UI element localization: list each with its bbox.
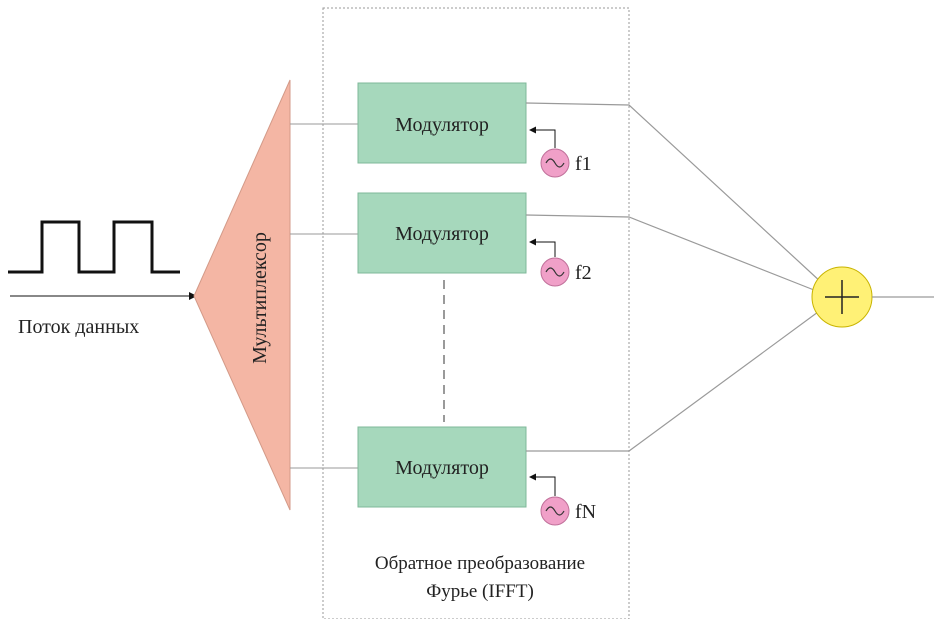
modulator-2-block bbox=[357, 192, 527, 274]
oscillator-f1-label: f1 bbox=[575, 153, 592, 175]
mod1-to-summer-line bbox=[525, 102, 823, 284]
input-label: Поток данных bbox=[18, 316, 139, 338]
modulator-2-label: Модулятор bbox=[395, 223, 489, 245]
ifft-caption-line2: Фурье (IFFT) bbox=[426, 581, 534, 602]
osc2-feed-arrow bbox=[529, 238, 556, 257]
modulator-1-label: Модулятор bbox=[395, 114, 489, 136]
multiplexer-block bbox=[193, 79, 291, 511]
modN-to-summer-line bbox=[526, 311, 819, 452]
oscN-feed-arrow bbox=[529, 473, 556, 496]
sine-wave-icon bbox=[545, 158, 565, 168]
modulator-1-block bbox=[357, 82, 527, 164]
oscillator-fn-label: fN bbox=[575, 501, 596, 523]
data-signal-waveform bbox=[8, 220, 180, 274]
sine-wave-icon bbox=[545, 506, 565, 516]
osc1-feed-arrow bbox=[529, 126, 556, 148]
modulator-n-label: Модулятор bbox=[395, 457, 489, 479]
ifft-caption-line1: Обратное преобразование bbox=[375, 553, 585, 574]
modulator-n-block bbox=[357, 426, 527, 508]
multiplexer-label: Мультиплексор bbox=[249, 232, 271, 364]
mod2-to-summer-line bbox=[525, 214, 815, 291]
oscillator-f2-label: f2 bbox=[575, 262, 592, 284]
sine-wave-icon bbox=[545, 267, 565, 277]
